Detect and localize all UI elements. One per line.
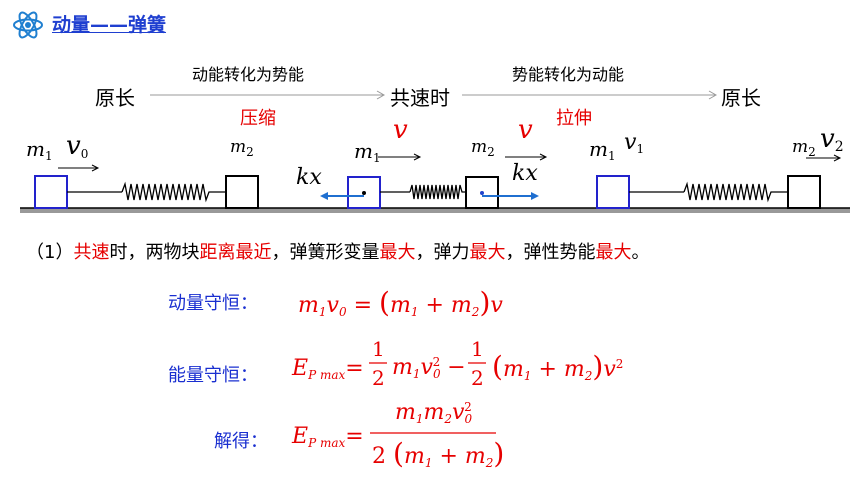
- label-v-m1: v: [393, 115, 408, 145]
- ground: [20, 207, 850, 213]
- process-kinetic-to-potential: 动能转化为势能: [192, 65, 305, 84]
- label-v-m2: v: [518, 115, 533, 145]
- page-title: 动量——弹簧: [52, 14, 167, 36]
- label-stretch: 拉伸: [556, 108, 592, 129]
- label-m1-scene3: m1: [589, 137, 616, 163]
- block-m2-scene3: [787, 175, 821, 209]
- momentum-label: 动量守恒：: [168, 293, 258, 314]
- force-arrow-left: [320, 192, 364, 200]
- label-m1-scene2: m1: [354, 139, 381, 165]
- result-lhs: EP max=: [292, 424, 364, 450]
- result-numerator: m1m2v02: [395, 400, 473, 426]
- label-compress: 压缩: [240, 108, 276, 129]
- flow-arrow-1: [150, 90, 386, 100]
- solve-label: 解得：: [214, 431, 268, 452]
- energy-term-2: (m1 + m2)v2: [492, 350, 624, 383]
- velocity-arrow-v2: [806, 154, 842, 162]
- energy-lhs: EP max=: [292, 356, 364, 382]
- atom-icon: [13, 11, 43, 39]
- conclusion-line: （1）共速时，两物块距离最近，弹簧形变量最大，弹力最大，弹性势能最大。: [26, 242, 650, 263]
- velocity-arrow-v-m1: [378, 153, 422, 161]
- label-m1-scene1: m1: [26, 137, 53, 163]
- half-denominator-1: 2: [372, 366, 385, 390]
- half-numerator-1: 1: [372, 337, 385, 361]
- label-m2-scene3: m2: [792, 137, 816, 159]
- velocity-arrow-v0: [58, 164, 100, 172]
- force-arrow-right: [482, 192, 539, 200]
- block-m1-scene1: [34, 175, 68, 209]
- state-common-velocity: 共速时: [390, 86, 450, 110]
- state-original-length-2: 原长: [721, 86, 761, 110]
- velocity-arrow-v-m2: [505, 153, 548, 161]
- energy-label: 能量守恒：: [168, 365, 258, 386]
- label-v1: v1: [624, 130, 645, 156]
- result-denominator: 2 (m1 + m2): [372, 437, 505, 470]
- energy-term-1: m1v02 −: [392, 355, 466, 381]
- spring-scene1: [121, 181, 226, 203]
- flow-arrow-2: [462, 90, 718, 100]
- state-original-length-1: 原长: [95, 86, 135, 110]
- half-numerator-2: 1: [471, 337, 484, 361]
- block-m1-scene3: [596, 175, 630, 209]
- label-kx-left: kx: [296, 165, 322, 190]
- label-m2-scene2: m2: [471, 137, 495, 159]
- spring-scene2: [409, 184, 466, 200]
- process-potential-to-kinetic: 势能转化为动能: [512, 65, 625, 84]
- block-m2-scene1: [225, 175, 259, 209]
- half-denominator-2: 2: [471, 366, 484, 390]
- momentum-equation: m1v0 = (m1 + m2)v: [298, 286, 503, 319]
- label-m2-scene1: m2: [230, 137, 254, 159]
- spring-scene3: [683, 181, 788, 203]
- label-kx-right: kx: [512, 161, 538, 186]
- label-v0: v0: [66, 131, 89, 161]
- label-v2: v2: [820, 124, 844, 155]
